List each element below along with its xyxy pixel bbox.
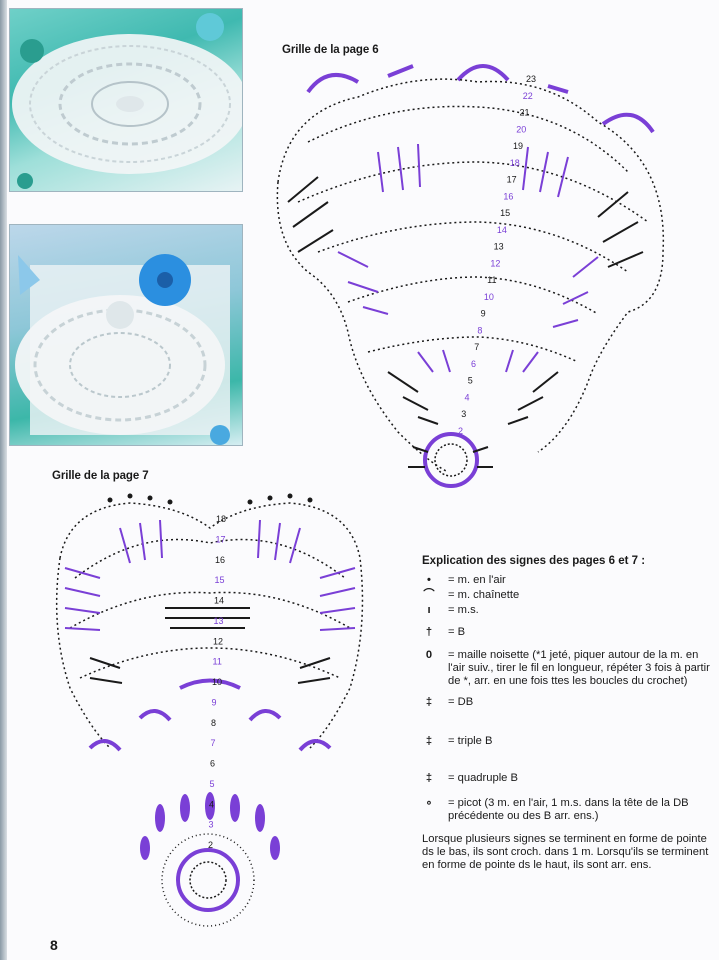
picot-icon: ∘ xyxy=(425,797,433,809)
chart7-round-numbers: 18 17 16 15 14 13 12 11 10 9 8 7 6 5 4 3 2 xyxy=(208,514,226,850)
round-number-label: 13 xyxy=(214,616,224,626)
round-number-label: 6 xyxy=(471,359,476,369)
doily-photo-top-art xyxy=(12,13,242,189)
round-number-label: 21 xyxy=(520,108,530,118)
chart7-stitch-rays xyxy=(64,519,356,684)
round-number-label: 8 xyxy=(211,718,216,728)
quadruple-treble-icon: ‡ xyxy=(425,772,433,784)
chart7-top-picots xyxy=(107,493,313,505)
legend-item-quadruple: ‡ = quadruple B xyxy=(422,772,712,785)
round-number-label: 9 xyxy=(481,309,486,319)
legend-item-text: = m. en l'air xyxy=(448,574,506,586)
symbol-legend: Explication des signes des pages 6 et 7 … xyxy=(422,555,712,872)
legend-item-text: = m. chaînette xyxy=(448,589,520,601)
round-number-label: 3 xyxy=(461,409,466,419)
chart7-petals xyxy=(140,792,280,860)
triple-treble-icon: ‡ xyxy=(425,735,433,747)
round-number-label: 10 xyxy=(212,677,222,687)
round-number-label: 5 xyxy=(468,376,473,386)
round-number-label: 18 xyxy=(216,514,226,524)
chain-stitch-icon: • xyxy=(427,574,431,586)
round-number-label: 10 xyxy=(484,292,494,302)
round-number-label: 12 xyxy=(490,258,500,268)
round-number-label: 9 xyxy=(212,697,217,707)
legend-item-text: = m.s. xyxy=(448,604,479,616)
round-number-label: 19 xyxy=(513,141,523,151)
round-number-label: 2 xyxy=(208,840,213,850)
legend-item-triple: ‡ = triple B xyxy=(422,735,712,748)
chart7-lower-fans xyxy=(88,678,332,752)
doily-photo-bottom xyxy=(9,224,243,446)
round-number-label: 23 xyxy=(526,74,536,84)
page-spine xyxy=(0,0,7,960)
round-number-label: 2 xyxy=(458,426,463,436)
round-number-label: 16 xyxy=(215,555,225,565)
crochet-chart-page-6: 23 22 21 20 19 18 17 16 15 14 13 12 11 10 9 8 7 6 5 4 3 2 xyxy=(276,64,665,488)
round-number-label: 11 xyxy=(213,657,222,667)
crochet-chart-page-7: 18 17 16 15 14 13 12 11 10 9 8 7 6 5 4 3 2 xyxy=(55,493,364,927)
round-number-label: 14 xyxy=(497,225,507,235)
caption-page-7: Grille de la page 7 xyxy=(52,470,149,482)
slip-stitch-icon: ⌒ xyxy=(423,589,435,601)
doily-photo-bottom-art xyxy=(15,254,230,445)
chart6-outer-fans xyxy=(306,64,655,134)
legend-item-text: = maille noisette (*1 jeté, piquer autou… xyxy=(448,649,710,687)
puff-stitch-icon: 0 xyxy=(425,649,433,661)
chart7-center-ring xyxy=(161,833,255,927)
legend-item-text: = quadruple B xyxy=(448,772,518,784)
round-number-label: 20 xyxy=(516,124,526,134)
round-number-label: 7 xyxy=(211,738,216,748)
chart6-stitch-rays xyxy=(287,143,644,425)
round-number-label: 16 xyxy=(503,191,513,201)
round-number-label: 17 xyxy=(507,175,517,185)
round-number-label: 12 xyxy=(213,636,223,646)
chart6-round-numbers: 23 22 21 20 19 18 17 16 15 14 13 12 11 10 9 8 7 6 5 4 3 2 xyxy=(458,74,536,436)
round-number-label: 3 xyxy=(209,820,214,830)
caption-page-6: Grille de la page 6 xyxy=(282,44,379,56)
legend-item-text: = picot (3 m. en l'air, 1 m.s. dans la t… xyxy=(448,797,689,822)
round-number-label: 15 xyxy=(500,208,510,218)
round-number-label: 11 xyxy=(487,275,496,285)
round-number-label: 4 xyxy=(464,392,469,402)
round-number-label: 4 xyxy=(209,799,214,809)
legend-item-picot: ∘ = picot (3 m. en l'air, 1 m.s. dans la… xyxy=(422,797,712,823)
round-number-label: 15 xyxy=(215,575,225,585)
legend-item-text: = B xyxy=(448,626,466,638)
round-number-label: 14 xyxy=(214,596,224,606)
round-number-label: 8 xyxy=(477,325,482,335)
legend-item-puff-stitch: 0 = maille noisette (*1 jeté, piquer aut… xyxy=(422,649,712,688)
round-number-label: 6 xyxy=(210,759,215,769)
round-number-label: 17 xyxy=(216,534,226,544)
double-crochet-icon: † xyxy=(425,626,433,638)
round-number-label: 5 xyxy=(210,779,215,789)
legend-item-single-crochet: ı = m.s. xyxy=(422,604,712,617)
chart6-center-ring xyxy=(408,432,493,488)
round-number-label: 7 xyxy=(474,342,479,352)
legend-item-double-crochet: † = B xyxy=(422,626,712,639)
chart7-scallop-outline xyxy=(55,502,364,749)
round-number-label: 13 xyxy=(494,242,504,252)
round-number-label: 18 xyxy=(510,158,520,168)
chart6-scallop-outline xyxy=(276,78,665,473)
legend-item-text: = DB xyxy=(448,696,474,708)
legend-note: Lorsque plusieurs signes se terminent en… xyxy=(422,833,709,871)
single-crochet-icon: ı xyxy=(427,604,431,616)
legend-item-slip-stitch: ⌒ = m. chaînette xyxy=(422,589,712,602)
legend-title: Explication des signes des pages 6 et 7 … xyxy=(422,555,646,567)
treble-crochet-icon: ‡ xyxy=(425,696,433,708)
legend-item-text: = triple B xyxy=(448,735,493,747)
page-number: 8 xyxy=(50,937,58,953)
round-number-label: 22 xyxy=(523,91,533,101)
legend-item-treble: ‡ = DB xyxy=(422,696,712,709)
legend-item-chain: • = m. en l'air xyxy=(422,574,712,587)
doily-photo-top xyxy=(9,8,243,192)
